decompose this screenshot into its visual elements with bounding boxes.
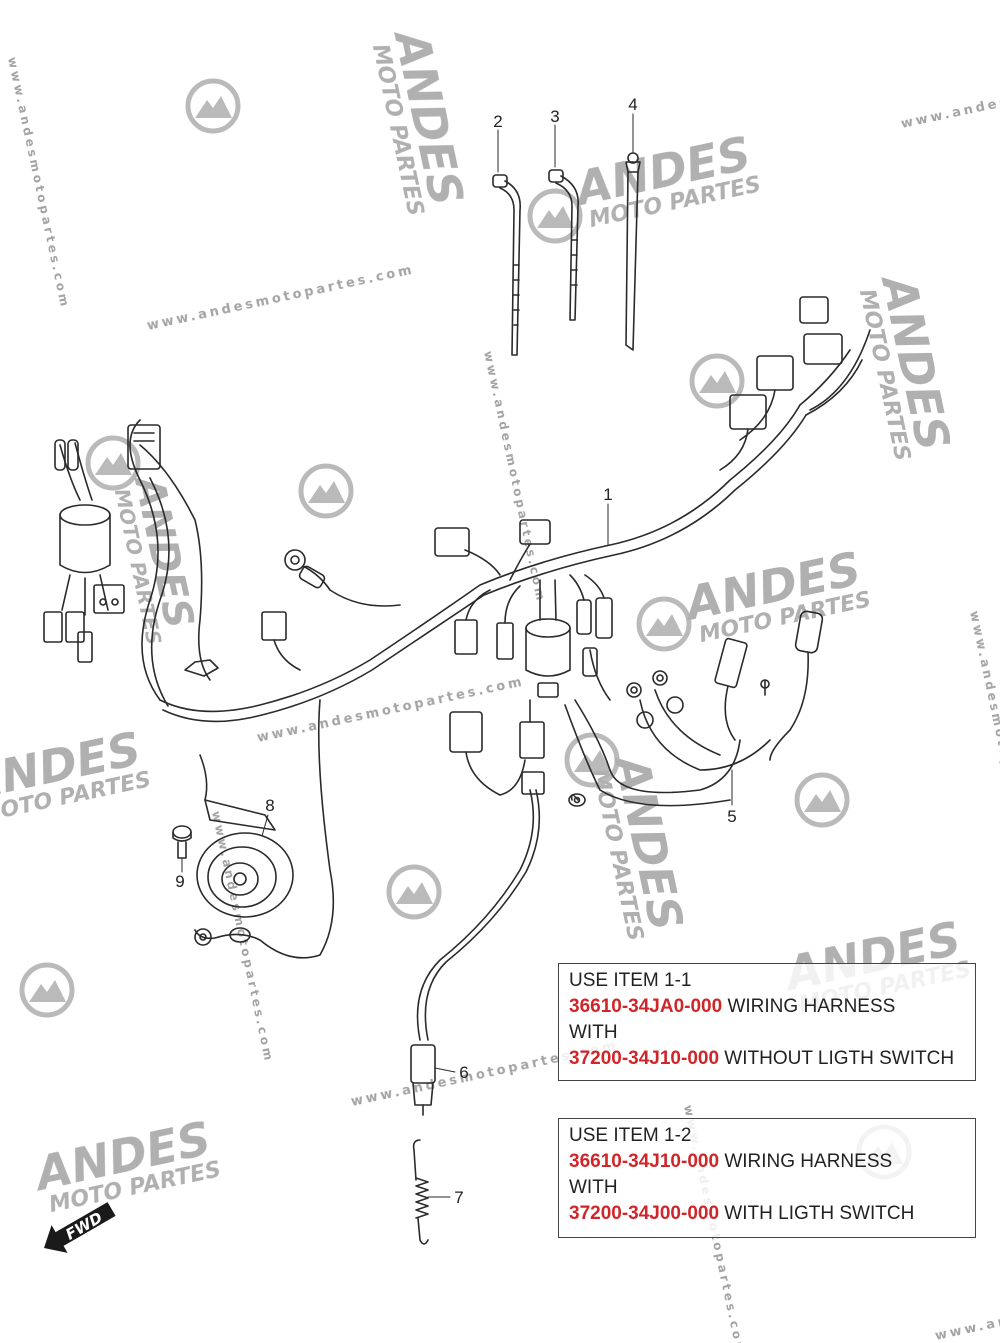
note-box-item-1-2: USE ITEM 1-2 36610-34J10-000 WIRING HARN…	[558, 1118, 976, 1238]
note-heading: USE ITEM 1-1	[569, 970, 692, 991]
watermark-url: www.andesmotopartes.com	[900, 60, 1000, 131]
watermark-brand: ANDES MOTO PARTES	[28, 1111, 223, 1218]
watermark-logo-icon	[188, 81, 238, 131]
note-with: WITH	[569, 1022, 618, 1043]
watermark-url: www.andesmotopartes.com	[967, 610, 1000, 865]
callout-labels: 1 2 3 4 5 6 7 8 9	[175, 95, 736, 1207]
spring-7	[412, 1139, 429, 1245]
watermark-logo-icon	[389, 867, 439, 917]
note-box-item-1-1: USE ITEM 1-1 36610-34JA0-000 WIRING HARN…	[558, 963, 976, 1081]
watermark-brand: ANDES MOTO PARTES	[110, 470, 202, 647]
watermark-brand: ANDES MOTO PARTES	[587, 748, 694, 943]
note-text: HARNESS	[795, 1151, 893, 1172]
part-number: 37200-34J00-000	[569, 1203, 720, 1224]
sub-harness-5	[564, 610, 824, 807]
bolt-9	[172, 825, 192, 859]
note-heading: USE ITEM 1-2	[569, 1125, 692, 1146]
note-line-switch: 37200-34J10-000 WITHOUT LIGTH SWITCH	[569, 1046, 965, 1072]
callout-3: 3	[550, 107, 559, 126]
part-number: 37200-34J10-000	[569, 1048, 720, 1069]
part-number: 36610-34JA0-000	[569, 996, 723, 1017]
cable-tie-3	[548, 169, 579, 321]
watermark-url: www.andesmotopartes.com	[934, 1272, 1000, 1343]
note-word: WIRING	[727, 996, 799, 1017]
watermark-logo-icon	[22, 965, 72, 1015]
note-line-switch: 37200-34J00-000 WITH LIGTH SWITCH	[569, 1201, 965, 1227]
watermark-url: www.andesmotopartes.com	[256, 674, 526, 745]
watermark-brand: ANDES MOTO PARTES	[0, 721, 153, 828]
callout-leaders	[181, 113, 733, 1198]
note-line-harness: 36610-34J10-000 WIRING HARNESS	[569, 1149, 965, 1175]
watermark-logo-icon	[797, 775, 847, 825]
cable-tie-2	[492, 174, 522, 356]
watermark-url: www.andesmotopartes.com	[146, 262, 416, 333]
note-word: WIRING	[724, 1151, 796, 1172]
callout-4: 4	[628, 95, 637, 114]
watermark-url: www.andesmotopartes.com	[5, 56, 72, 311]
watermark-brand: ANDES MOTO PARTES	[854, 268, 961, 463]
callout-9: 9	[175, 872, 184, 891]
horn-8	[194, 699, 335, 959]
watermark-logo-icon	[692, 356, 742, 406]
note-with: WITH	[569, 1177, 618, 1198]
watermark-brand: ANDES MOTO PARTES	[568, 126, 763, 233]
callout-5: 5	[727, 807, 736, 826]
stop-switch-6	[410, 771, 545, 1116]
wiring-harness-main	[43, 296, 871, 796]
watermark-brand: ANDES MOTO PARTES	[367, 23, 474, 218]
note-text: HARNESS	[798, 996, 896, 1017]
clip-tie-4	[625, 152, 641, 351]
callout-2: 2	[493, 112, 502, 131]
watermark-brand: ANDES MOTO PARTES	[678, 541, 873, 648]
callout-7: 7	[454, 1188, 463, 1207]
note-text: WITHOUT LIGTH SWITCH	[719, 1048, 955, 1069]
callout-6: 6	[459, 1063, 468, 1082]
watermark-logo-icon	[639, 599, 689, 649]
watermark-logo-icon	[301, 466, 351, 516]
note-line-harness: 36610-34JA0-000 WIRING HARNESS	[569, 994, 965, 1020]
note-text: WITH LIGTH SWITCH	[719, 1203, 915, 1224]
callout-8: 8	[265, 796, 274, 815]
part-number: 36610-34J10-000	[569, 1151, 720, 1172]
callout-1: 1	[603, 485, 612, 504]
